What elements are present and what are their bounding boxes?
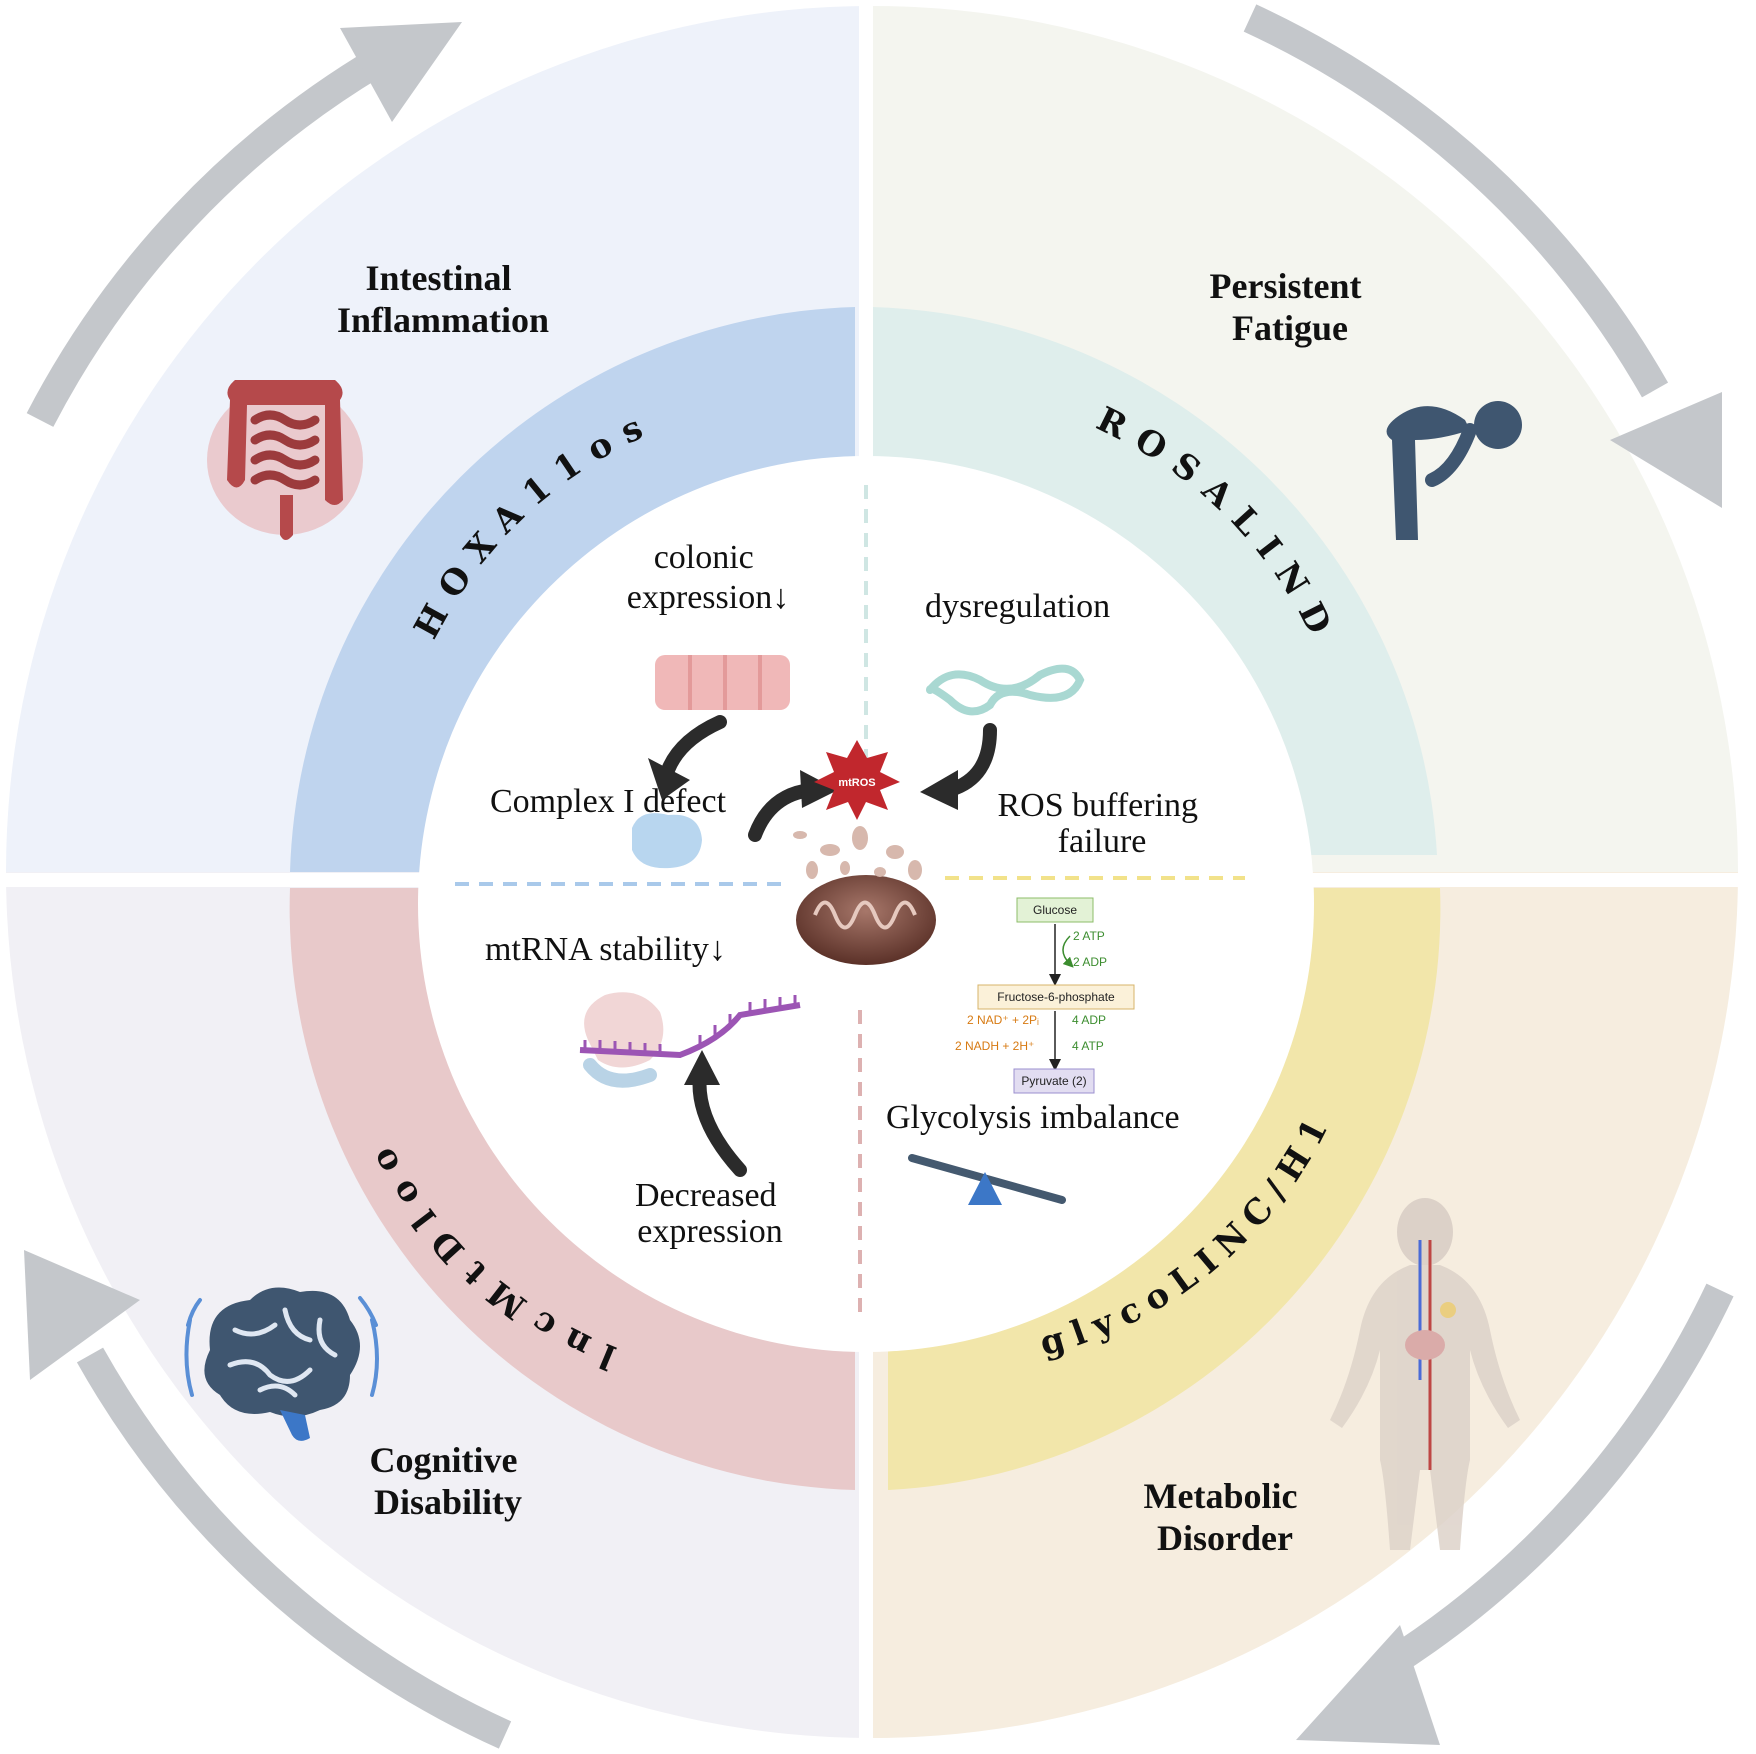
title-intestinal-line-1: Intestinal xyxy=(365,258,511,298)
core-decreased-line-2: expression xyxy=(637,1213,782,1250)
arrow-colon-to-complex xyxy=(661,715,727,777)
core-glycolysis-imbalance: Glycolysis imbalance xyxy=(886,1099,1180,1136)
cycle-arrow-head-top-right xyxy=(1610,392,1722,508)
cycle-arrow-bottom-left xyxy=(76,1347,512,1749)
arrow-decreased-to-rna-head xyxy=(684,1050,720,1085)
title-metabolic-line-1: Metabolic xyxy=(1144,1476,1298,1516)
mtros-badge: mtROS xyxy=(814,740,900,820)
title-fatigue: Persistent Fatigue xyxy=(1210,266,1371,348)
mtrna-strand xyxy=(579,1002,801,1059)
intestine-icon xyxy=(207,380,363,540)
core-mtrna-stability: mtRNA stability↓ xyxy=(485,931,726,968)
brain-icon xyxy=(184,1287,379,1441)
cycle-arrow-top-left xyxy=(26,47,388,427)
f6p-box xyxy=(977,984,1135,1010)
core-dysregulation: dysregulation xyxy=(925,588,1110,625)
core-colonic-line-2: expression↓ xyxy=(627,579,789,616)
glycolysis-pathway: Glucose 2 ATP 2 ADP Fructose-6-phosphate… xyxy=(955,897,1135,1094)
title-cognitive: Cognitive Disability xyxy=(370,1440,527,1522)
core-complex-defect: Complex I defect xyxy=(490,783,727,820)
mitochondrion-icon xyxy=(793,826,936,965)
core-ros-line-2: failure xyxy=(1058,823,1147,860)
cycle-arrow-bottom-right xyxy=(1372,1283,1734,1683)
title-fatigue-line-1: Persistent xyxy=(1210,266,1362,306)
glucose-box xyxy=(1016,897,1094,923)
core-colonic-expression: colonic expression↓ xyxy=(627,539,789,616)
cycle-arrow-head-bottom-left xyxy=(24,1250,140,1380)
title-metabolic: Metabolic Disorder xyxy=(1144,1476,1307,1558)
core-ros-buffering: ROS buffering failure xyxy=(997,787,1206,860)
arrow-complex-to-mito-head xyxy=(800,770,838,808)
nadh-label: 2 NADH + 2H⁺ xyxy=(955,1039,1034,1053)
title-intestinal: Intestinal Inflammation xyxy=(337,258,549,340)
cycle-arrow-head-top-left xyxy=(340,22,462,122)
rna-binding-protein-icon xyxy=(579,992,801,1088)
complex-i-icon xyxy=(632,813,702,869)
glucose-label: Glucose xyxy=(1033,903,1077,917)
core-arrows xyxy=(648,715,997,1177)
cycle-arrows xyxy=(24,4,1734,1749)
nad-label: 2 NAD⁺ + 2Pᵢ xyxy=(967,1013,1039,1027)
core-decreased-expression: Decreased expression xyxy=(635,1177,785,1250)
seesaw-icon xyxy=(908,1154,1066,1205)
cycle-arrow-head-bottom-right xyxy=(1296,1625,1440,1745)
core-decreased-line-1: Decreased xyxy=(635,1177,777,1214)
title-cognitive-line-2: Disability xyxy=(374,1482,522,1522)
colon-segment-icon xyxy=(655,655,790,710)
title-intestinal-line-2: Inflammation xyxy=(337,300,549,340)
pyruvate-label: Pyruvate (2) xyxy=(1021,1074,1086,1088)
adp4-label: 4 ADP xyxy=(1072,1013,1106,1027)
arrow-colon-to-complex-head xyxy=(648,758,690,800)
rna-squiggle-icon xyxy=(926,664,1085,716)
mtros-badge-label: mtROS xyxy=(838,777,875,789)
adp2-label: 2 ADP xyxy=(1073,955,1107,969)
core-colonic-line-1: colonic xyxy=(654,539,754,576)
cycle-arrow-top-right xyxy=(1243,4,1669,398)
title-metabolic-line-2: Disorder xyxy=(1157,1518,1293,1558)
core-dividers xyxy=(455,485,1245,1320)
atp4-label: 4 ATP xyxy=(1072,1039,1104,1053)
f6p-label: Fructose-6-phosphate xyxy=(997,990,1115,1004)
atp2-label: 2 ATP xyxy=(1073,929,1105,943)
core-ros-line-1: ROS buffering xyxy=(997,787,1198,824)
arrow-rna-to-mito-head xyxy=(920,770,958,810)
fatigue-person-icon xyxy=(1386,401,1522,540)
pyruvate-box xyxy=(1013,1068,1095,1094)
body-metabolism-icon xyxy=(1330,1198,1520,1550)
title-fatigue-line-2: Fatigue xyxy=(1232,308,1348,348)
title-cognitive-line-1: Cognitive xyxy=(370,1440,518,1480)
